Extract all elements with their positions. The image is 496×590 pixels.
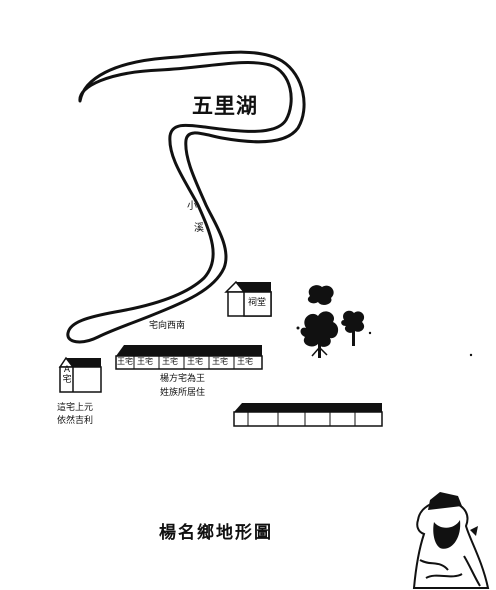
map-title: 楊名鄉地形圖 xyxy=(159,523,273,543)
row-house-label: 王宅 xyxy=(117,357,133,366)
tree-group xyxy=(300,285,365,358)
row-house-label: 王宅 xyxy=(162,357,178,366)
stream-label-2: 溪 xyxy=(194,223,204,234)
caption-main-line-1: 楊方宅為王 xyxy=(160,374,206,384)
row-house-label: 王宅 xyxy=(237,357,253,366)
row-house-label: 王宅 xyxy=(137,357,153,366)
shrine-building xyxy=(224,280,272,317)
lake-and-stream-outline xyxy=(66,50,306,344)
sage-figure-illustration xyxy=(412,492,490,589)
tree-icon xyxy=(307,285,334,305)
facing-label: 宅向西南 xyxy=(149,321,186,331)
row-houses-building xyxy=(115,345,263,370)
caption-main-line-2: 姓族所居住 xyxy=(160,388,206,398)
row-house-label: 王宅 xyxy=(212,357,228,366)
caption-a-line-1: 這宅上元 xyxy=(57,403,94,413)
shrine-label: 祠堂 xyxy=(248,298,267,308)
row-house-label: 王宅 xyxy=(187,357,203,366)
long-building xyxy=(233,403,383,427)
house-a-building xyxy=(58,356,102,393)
stream-label-1: 小 xyxy=(187,201,197,212)
house-a-label: A宅 xyxy=(62,365,72,385)
lake-label: 五里湖 xyxy=(192,94,258,118)
tree-icon xyxy=(300,311,339,358)
caption-a-line-2: 依然吉利 xyxy=(57,416,94,426)
tree-icon xyxy=(341,310,365,346)
